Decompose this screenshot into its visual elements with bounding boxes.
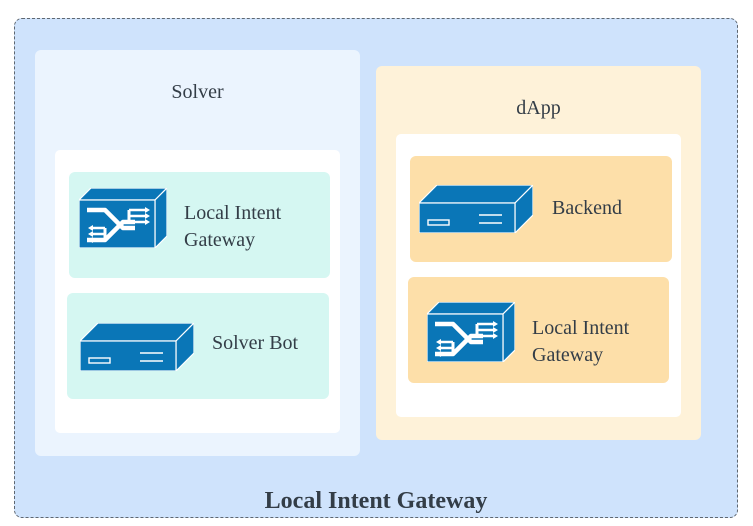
boundary-title: Local Intent Gateway (264, 488, 488, 514)
solver-bot-node[interactable]: Solver Bot (67, 293, 329, 399)
dapp-local-intent-gateway-node[interactable]: Local Intent Gateway (408, 277, 669, 383)
server-box-icon (419, 185, 533, 233)
node-label-line2: Gateway (532, 344, 604, 366)
server-box-icon (80, 323, 194, 371)
node-label-line2: Gateway (184, 229, 256, 251)
node-label-line1: Backend (552, 197, 622, 219)
node-label-line1: Local Intent (532, 317, 630, 339)
dapp-group-title: dApp (516, 97, 561, 119)
node-label-line1: Solver Bot (212, 332, 299, 354)
gateway-switch-icon (79, 188, 167, 248)
solver-group-title: Solver (171, 81, 224, 103)
solver-local-intent-gateway-node[interactable]: Local Intent Gateway (69, 172, 330, 278)
backend-node[interactable]: Backend (410, 156, 672, 262)
gateway-switch-icon (427, 302, 515, 362)
node-label-line1: Local Intent (184, 202, 282, 224)
